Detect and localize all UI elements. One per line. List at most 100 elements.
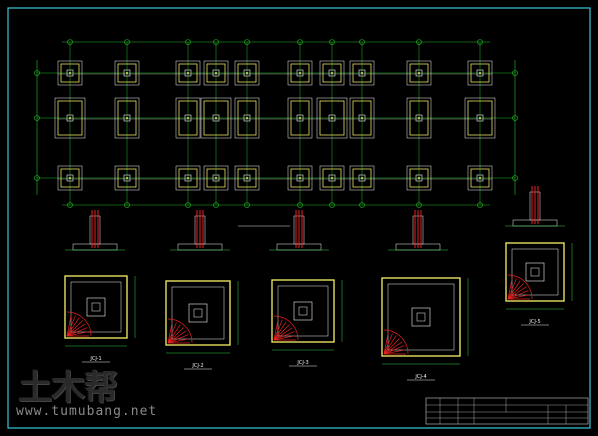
column-center xyxy=(418,72,420,74)
column-pier xyxy=(212,69,220,77)
detail-footing-pad xyxy=(505,242,565,302)
column-pier xyxy=(328,174,336,182)
column-center xyxy=(331,117,333,119)
footing-pad xyxy=(237,168,257,188)
column-pier xyxy=(123,114,131,122)
footing-pad xyxy=(203,100,229,136)
footing-pad xyxy=(178,63,198,83)
column-pier xyxy=(415,114,423,122)
grid-bubble-bottom xyxy=(213,202,219,208)
footing-outline xyxy=(234,60,260,86)
column-center xyxy=(331,72,333,74)
detail-pier xyxy=(411,307,431,327)
column-center xyxy=(361,177,363,179)
footing-pad xyxy=(237,100,257,136)
footing-outline xyxy=(175,60,201,86)
column-pier xyxy=(66,174,74,182)
grid-bubble-left xyxy=(34,70,40,76)
detail-pier xyxy=(188,303,208,323)
footing-pad xyxy=(467,100,493,136)
footing-pad xyxy=(470,63,490,83)
footing-pad xyxy=(237,63,257,83)
detail-label: JCJ-1 xyxy=(89,356,101,362)
column-center xyxy=(215,177,217,179)
column-pier xyxy=(184,69,192,77)
grid-bubble-bottom xyxy=(477,202,483,208)
column-pier xyxy=(66,69,74,77)
grid-bubble-top xyxy=(359,39,365,45)
column-pier xyxy=(328,69,336,77)
footing-pad xyxy=(322,168,342,188)
detail-footing-pad xyxy=(271,279,335,343)
detail-column xyxy=(298,306,308,316)
grid-bubble-bottom xyxy=(416,202,422,208)
column-center xyxy=(418,117,420,119)
column-center xyxy=(126,177,128,179)
footing-outline xyxy=(406,97,432,139)
grid-bubble-top xyxy=(477,39,483,45)
footing-outline xyxy=(54,97,86,139)
footing-outline xyxy=(287,165,313,191)
watermark-url: www.tumubang.net xyxy=(16,404,158,419)
footing-outline xyxy=(114,97,140,139)
detail-rebar-line xyxy=(383,338,400,355)
column-center xyxy=(418,177,420,179)
column-pier xyxy=(415,174,423,182)
footing-outline xyxy=(114,165,140,191)
detail-column xyxy=(193,308,203,318)
detail-rebar-line xyxy=(66,317,80,337)
detail-step xyxy=(387,283,455,351)
column-pier xyxy=(184,174,192,182)
detail-step xyxy=(277,285,329,337)
footing-outline xyxy=(234,165,260,191)
footing-pad xyxy=(352,100,372,136)
footing-pad xyxy=(57,100,83,136)
detail-rebar-line xyxy=(507,283,524,300)
footing-pad xyxy=(322,63,342,83)
column-pier xyxy=(212,174,220,182)
footing-outline xyxy=(406,60,432,86)
detail-rebar-line xyxy=(273,321,287,341)
detail-rebar-line xyxy=(273,318,279,341)
footing-pad xyxy=(409,63,429,83)
column-pier xyxy=(328,114,336,122)
foundation-plan xyxy=(34,39,518,208)
column-pier xyxy=(123,174,131,182)
footing-pad xyxy=(352,63,372,83)
footing-outline xyxy=(57,60,83,86)
grid-bubble-top xyxy=(297,39,303,45)
grid-bubble-bottom xyxy=(297,202,303,208)
detail-rebar-line xyxy=(383,349,406,355)
column-center xyxy=(69,72,71,74)
footing-pad xyxy=(60,168,80,188)
footing-outline xyxy=(175,97,201,139)
footing-outline xyxy=(57,165,83,191)
column-pier xyxy=(358,174,366,182)
footing-pad xyxy=(117,100,137,136)
detail-rebar-line xyxy=(507,280,521,300)
detail-rebar-arc xyxy=(167,318,193,344)
detail-pier xyxy=(293,301,313,321)
column-pier xyxy=(243,69,251,77)
detail-step xyxy=(171,286,225,340)
title-block xyxy=(425,397,589,425)
column-center xyxy=(69,117,71,119)
column-pier xyxy=(415,69,423,77)
footing-outline xyxy=(467,165,493,191)
detail-rebar-line xyxy=(383,345,405,355)
detail-column xyxy=(91,302,101,312)
column-center xyxy=(299,177,301,179)
detail-rebar-line xyxy=(66,314,72,337)
column-pier xyxy=(123,69,131,77)
column-center xyxy=(246,72,248,74)
sheet-frame xyxy=(7,7,591,429)
detail-label: JCJ-2 xyxy=(191,363,203,369)
footing-pad xyxy=(117,63,137,83)
grid-bubble-top xyxy=(213,39,219,45)
column-center xyxy=(479,177,481,179)
column-pier xyxy=(243,174,251,182)
grid-bubble-left xyxy=(34,115,40,121)
detail-rebar-line xyxy=(66,331,89,337)
grid-bubble-bottom xyxy=(185,202,191,208)
